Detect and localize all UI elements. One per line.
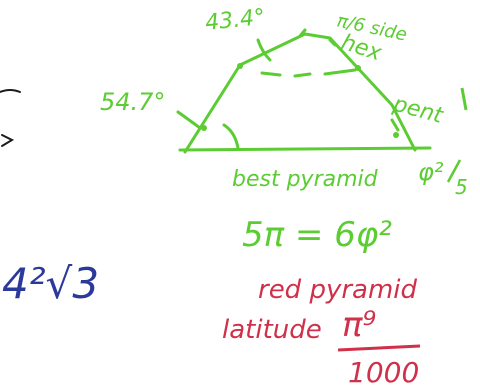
pi-ninth-label: π⁹ [342,305,376,345]
left-angle-label: 54.7° [100,88,165,116]
trapezoid-diagram [176,28,432,154]
dark-mark-arrow [1,134,15,147]
phi-ratio-numerator: φ² [418,158,444,186]
green-edge-mark [460,87,468,111]
angle-arc-base [222,123,240,150]
red-pyramid-label: red pyramid [258,275,418,305]
top-angle-label: 43.4° [204,5,266,36]
best-pyramid-label: best pyramid [232,167,379,192]
angle-pointer-top [256,38,272,62]
latitude-label: latitude [222,315,322,345]
blue-root-expression: 4²√3 [2,259,99,308]
phi-ratio-denominator: 5 [455,175,468,199]
angle-pointer-left [176,110,202,130]
pent-label: pent [389,91,446,129]
vertex-dots [201,63,399,138]
equation-label: 5π = 6φ² [242,215,392,255]
trapezoid-outline [183,32,417,154]
left-edge-marks [0,89,21,147]
phi-ratio-slash [446,159,462,183]
apex-ticks [298,28,337,47]
right-tick [390,118,400,132]
dashed-midline [260,68,357,78]
denominator-label: 1000 [348,356,419,389]
dark-mark-top [0,89,21,93]
fraction-bar [337,344,421,352]
trapezoid-base [178,146,432,152]
